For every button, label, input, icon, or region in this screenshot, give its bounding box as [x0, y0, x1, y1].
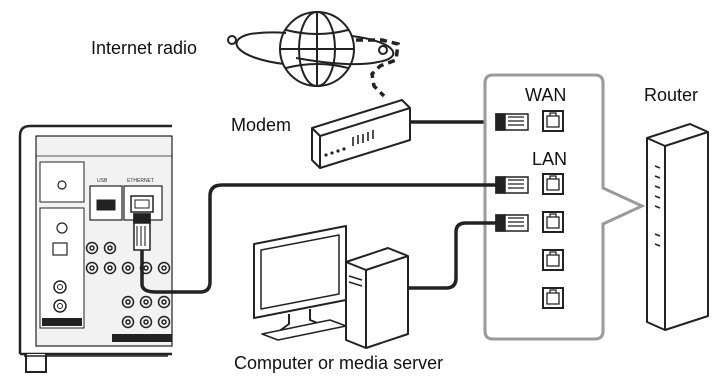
computer-label: Computer or media server — [234, 353, 444, 373]
router-label: Router — [644, 85, 699, 105]
lan-port — [542, 287, 564, 309]
ethernet-port-label: ETHERNET — [127, 178, 154, 184]
wan-label: WAN — [525, 85, 567, 105]
ethernet-plug-icon — [133, 213, 151, 251]
lan-port — [542, 211, 564, 233]
internet-connection-line — [356, 38, 400, 98]
modem-device — [311, 99, 411, 169]
usb-port-label: USB — [97, 178, 108, 184]
computer-lan-cable — [408, 221, 498, 290]
av-receiver-rear-panel — [18, 124, 173, 373]
internet-radio-label: Internet radio — [91, 38, 198, 58]
ethernet-plug-icon — [495, 214, 529, 232]
lan-port — [542, 249, 564, 271]
ethernet-plug-icon — [495, 176, 529, 194]
receiver-lan-cable — [140, 183, 498, 294]
internet-globe-icon — [227, 11, 395, 87]
router-port-panel — [483, 73, 646, 341]
ethernet-plug-icon — [495, 113, 529, 131]
router-device — [646, 123, 709, 331]
computer-device — [253, 225, 409, 349]
modem-label: Modem — [231, 115, 292, 135]
lan-port — [542, 173, 564, 195]
wan-port — [542, 110, 564, 132]
lan-label: LAN — [532, 149, 568, 169]
